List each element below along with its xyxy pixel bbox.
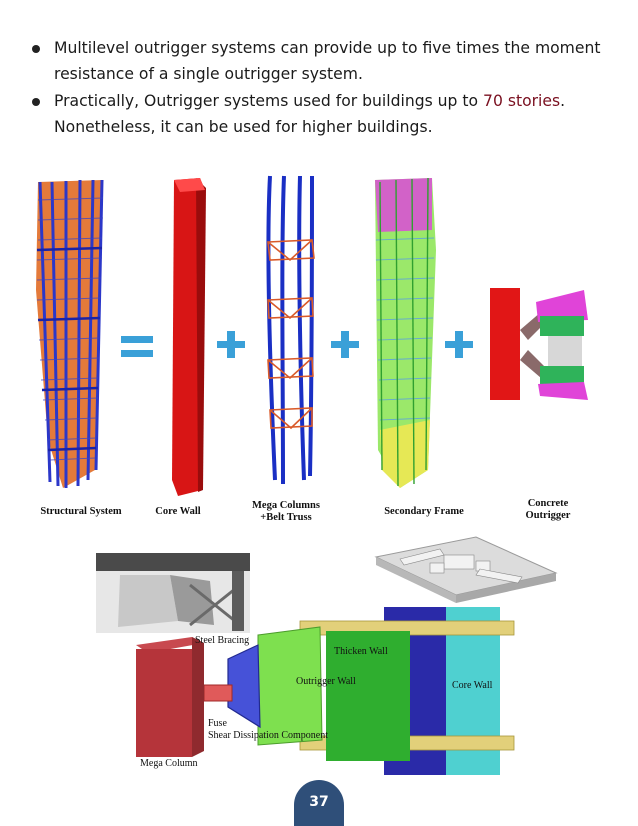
label-shear-dissipation: Shear Dissipation Component — [208, 730, 328, 741]
floor-plan-3d — [374, 536, 558, 603]
bullet-list: Multilevel outrigger systems can provide… — [28, 36, 618, 142]
caption-structural-system: Structural System — [40, 506, 122, 517]
bullet-dot-icon — [32, 98, 40, 106]
label-core-wall: Core Wall — [452, 680, 493, 691]
caption-mega-columns-line1: Mega Columns — [252, 500, 320, 511]
concrete-outrigger-shape — [490, 288, 588, 400]
steel-bracing-shape — [227, 644, 261, 729]
fuse-shape — [203, 684, 233, 702]
caption-core-wall: Core Wall — [155, 506, 201, 517]
label-mega-column: Mega Column — [140, 758, 198, 769]
caption-mega-columns: Mega Columns +Belt Truss — [238, 500, 334, 524]
bullet-item: Practically, Outrigger systems used for … — [28, 89, 618, 140]
inset-photo — [96, 553, 250, 633]
outrigger-detail-figure — [96, 536, 558, 775]
caption-concrete-outrigger: Concrete Outrigger — [510, 498, 586, 522]
plus-icon — [445, 331, 473, 358]
page-number-badge: 37 — [294, 780, 344, 826]
caption-secondary-frame: Secondary Frame — [384, 506, 464, 517]
equals-icon — [121, 336, 153, 357]
bullet-highlight: 70 stories — [483, 92, 561, 110]
caption-concrete-outrigger-line1: Concrete — [527, 498, 569, 509]
label-thicken-wall: Thicken Wall — [334, 646, 388, 657]
label-outrigger-wall: Outrigger Wall — [296, 676, 356, 687]
caption-concrete-outrigger-line2: Outrigger — [525, 510, 571, 521]
core-wall-shape — [172, 178, 206, 496]
bullet-item: Multilevel outrigger systems can provide… — [28, 36, 618, 87]
caption-mega-columns-line2: +Belt Truss — [260, 512, 312, 523]
structural-system-tower — [36, 179, 104, 488]
structural-system-figure — [36, 175, 588, 496]
label-fuse: Fuse — [208, 718, 227, 729]
bullet-dot-icon — [32, 45, 40, 53]
bullet-text-end: . Nonetheless, it can be used for higher… — [54, 92, 566, 136]
belt-truss-shape — [267, 239, 315, 430]
mega-column-block — [136, 637, 204, 757]
mega-columns-shape — [266, 175, 314, 485]
bullet-text-start: Practically, Outrigger systems used for … — [54, 92, 484, 110]
bullet-text: Multilevel outrigger systems can provide… — [54, 39, 601, 83]
secondary-frame-shape — [375, 177, 436, 488]
thicken-wall-block — [326, 631, 410, 761]
plus-icon — [331, 331, 359, 358]
label-steel-bracing: Steel Bracing — [195, 635, 250, 646]
plus-icon — [217, 331, 245, 358]
